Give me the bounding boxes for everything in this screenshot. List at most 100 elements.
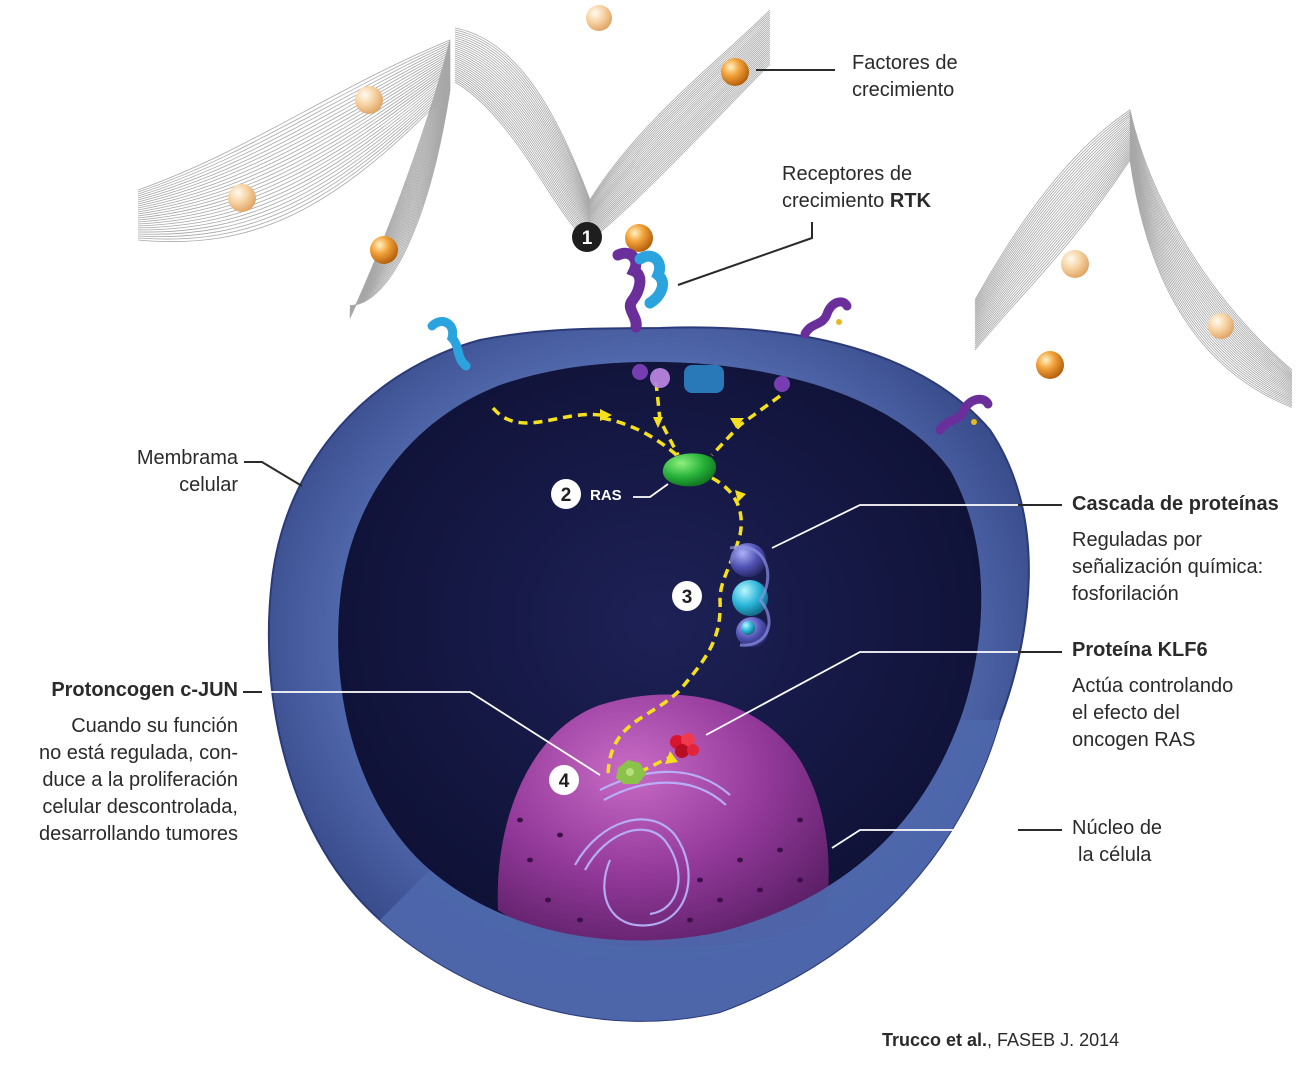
membrane-wave-line xyxy=(137,72,451,310)
membrane-wave-line xyxy=(454,13,771,204)
citation: Trucco et al., FASEB J. 2014 xyxy=(882,1027,1119,1054)
nuclear-pore xyxy=(737,857,743,863)
citation-authors: Trucco et al. xyxy=(882,1030,988,1050)
label-line: celular xyxy=(179,474,238,496)
citation-source: , FASEB J. 2014 xyxy=(987,1030,1120,1050)
membrane-wave-line xyxy=(137,39,451,319)
membrane-wave-line xyxy=(974,145,1293,398)
membrane-wave-line xyxy=(454,17,771,207)
rtk-receptor-icon xyxy=(935,394,993,435)
nucleus-label: Núcleo de la célula xyxy=(1072,815,1162,869)
label-text-bold: RTK xyxy=(889,190,931,212)
growth-factor-sphere-icon xyxy=(1061,250,1089,278)
membrane-wave-line xyxy=(974,117,1293,377)
cell-nucleus xyxy=(497,694,829,949)
membrane-wave-line xyxy=(137,82,451,308)
membrane-wave-line xyxy=(137,49,451,316)
membrane-wave-line xyxy=(454,35,771,221)
cell xyxy=(267,326,1030,1022)
rtk-receptor-icon xyxy=(612,247,668,333)
cytoplasm xyxy=(338,361,982,941)
membrane-bottom-rim xyxy=(380,720,1000,1021)
nuclear-pore xyxy=(527,857,533,863)
label-line: la célula xyxy=(1078,844,1152,866)
label-line: no está regulada, con- xyxy=(38,742,238,764)
growth-factor-sphere-icon xyxy=(586,5,612,31)
label-line: celular descontrolada, xyxy=(42,796,238,818)
label-line: Receptores de xyxy=(782,163,913,185)
growth-factors-label: Factores de crecimiento xyxy=(852,50,958,104)
step-number: 2 xyxy=(561,485,572,506)
membrane-wave-line xyxy=(974,158,1293,408)
step-number: 3 xyxy=(682,587,693,608)
growth-factor-sphere-icon xyxy=(355,86,383,114)
step-marker-4: 4 xyxy=(549,765,579,795)
membrane-wave-line xyxy=(454,15,771,206)
membrane-label: Membrama celular xyxy=(60,445,238,499)
membrane-wave-line xyxy=(974,154,1293,405)
growth-factor-sphere-icon xyxy=(1036,351,1064,379)
label-line: crecimiento xyxy=(852,79,955,101)
receptor-inner-domains xyxy=(632,364,790,393)
membrane-wave-line xyxy=(454,9,771,201)
membrane-wave-line xyxy=(137,86,451,307)
membrane-wave-line xyxy=(974,113,1293,374)
signal-arrowheads xyxy=(600,409,746,764)
membrane-wave-line xyxy=(974,156,1293,407)
membrane-wave-line xyxy=(974,141,1293,395)
label-text: crecimiento xyxy=(782,190,890,212)
membrane-wave-line xyxy=(974,148,1293,401)
nuclear-pore xyxy=(777,847,783,853)
nuclear-pore xyxy=(545,897,551,903)
membrane-wave-line xyxy=(974,115,1293,375)
cjun-label: Protoncogen c-JUN Cuando su función no e… xyxy=(0,677,238,848)
label-line: señalización química: xyxy=(1072,556,1264,578)
membrane-wave-line xyxy=(137,59,451,314)
label-line: Núcleo de xyxy=(1072,817,1163,839)
membrane-wave-line xyxy=(137,53,451,315)
nuclear-pore xyxy=(517,817,523,823)
nuclear-pore xyxy=(687,917,693,923)
step-number: 4 xyxy=(559,771,570,792)
step-marker-3: 3 xyxy=(672,581,702,611)
membrane-wave-line xyxy=(137,84,451,307)
rtk-receptor-icon xyxy=(800,297,852,339)
label-title: Proteína KLF6 xyxy=(1072,639,1208,661)
leader-lines-white xyxy=(255,483,1018,849)
growth-factor-sphere-icon xyxy=(370,236,398,264)
rtk-receptors-label: Receptores de crecimiento RTK xyxy=(782,161,931,215)
protein-cascade-label: Cascada de proteínas Reguladas por señal… xyxy=(1072,491,1279,608)
membrane-wave-line xyxy=(454,11,771,203)
membrane-wave-line xyxy=(137,76,451,309)
membrane-wave-line xyxy=(974,111,1293,372)
dna-helix-icon xyxy=(574,770,731,927)
membrane-wave-line xyxy=(137,88,451,306)
membrane-wave-line xyxy=(137,45,451,317)
growth-factor-sphere-icon xyxy=(1208,313,1234,339)
leader-lines xyxy=(244,69,835,487)
label-line: desarrollando tumores xyxy=(39,823,238,845)
membrane-wave-line xyxy=(454,31,771,218)
label-line: Membrama xyxy=(136,447,238,469)
step-marker-1: 1 xyxy=(572,222,602,252)
cjun-protein-icon xyxy=(616,760,646,784)
membrane-wave-line xyxy=(137,80,451,308)
step-marker-2: 2 xyxy=(551,479,581,509)
membrane-wave-line xyxy=(137,41,451,318)
membrane-wave-line xyxy=(454,21,771,210)
klf6-label: Proteína KLF6 Actúa controlando el efect… xyxy=(1072,637,1233,754)
label-title: Protoncogen c-JUN xyxy=(51,679,238,701)
label-line: Actúa controlando xyxy=(1072,675,1234,697)
nuclear-pore xyxy=(577,917,583,923)
membrane-wave-line xyxy=(137,78,451,309)
membrane-wave-line xyxy=(974,150,1293,402)
nuclear-pore xyxy=(797,877,803,883)
label-line: Reguladas por xyxy=(1072,529,1203,551)
membrane-wave-line xyxy=(454,19,771,209)
nuclear-pore xyxy=(797,817,803,823)
label-line: fosforilación xyxy=(1072,583,1179,605)
klf6-protein-icon xyxy=(670,733,699,758)
label-line: duce a la proliferación xyxy=(42,769,238,791)
membrane-wave-line xyxy=(454,27,771,215)
protein-cascade-icon xyxy=(729,543,771,647)
